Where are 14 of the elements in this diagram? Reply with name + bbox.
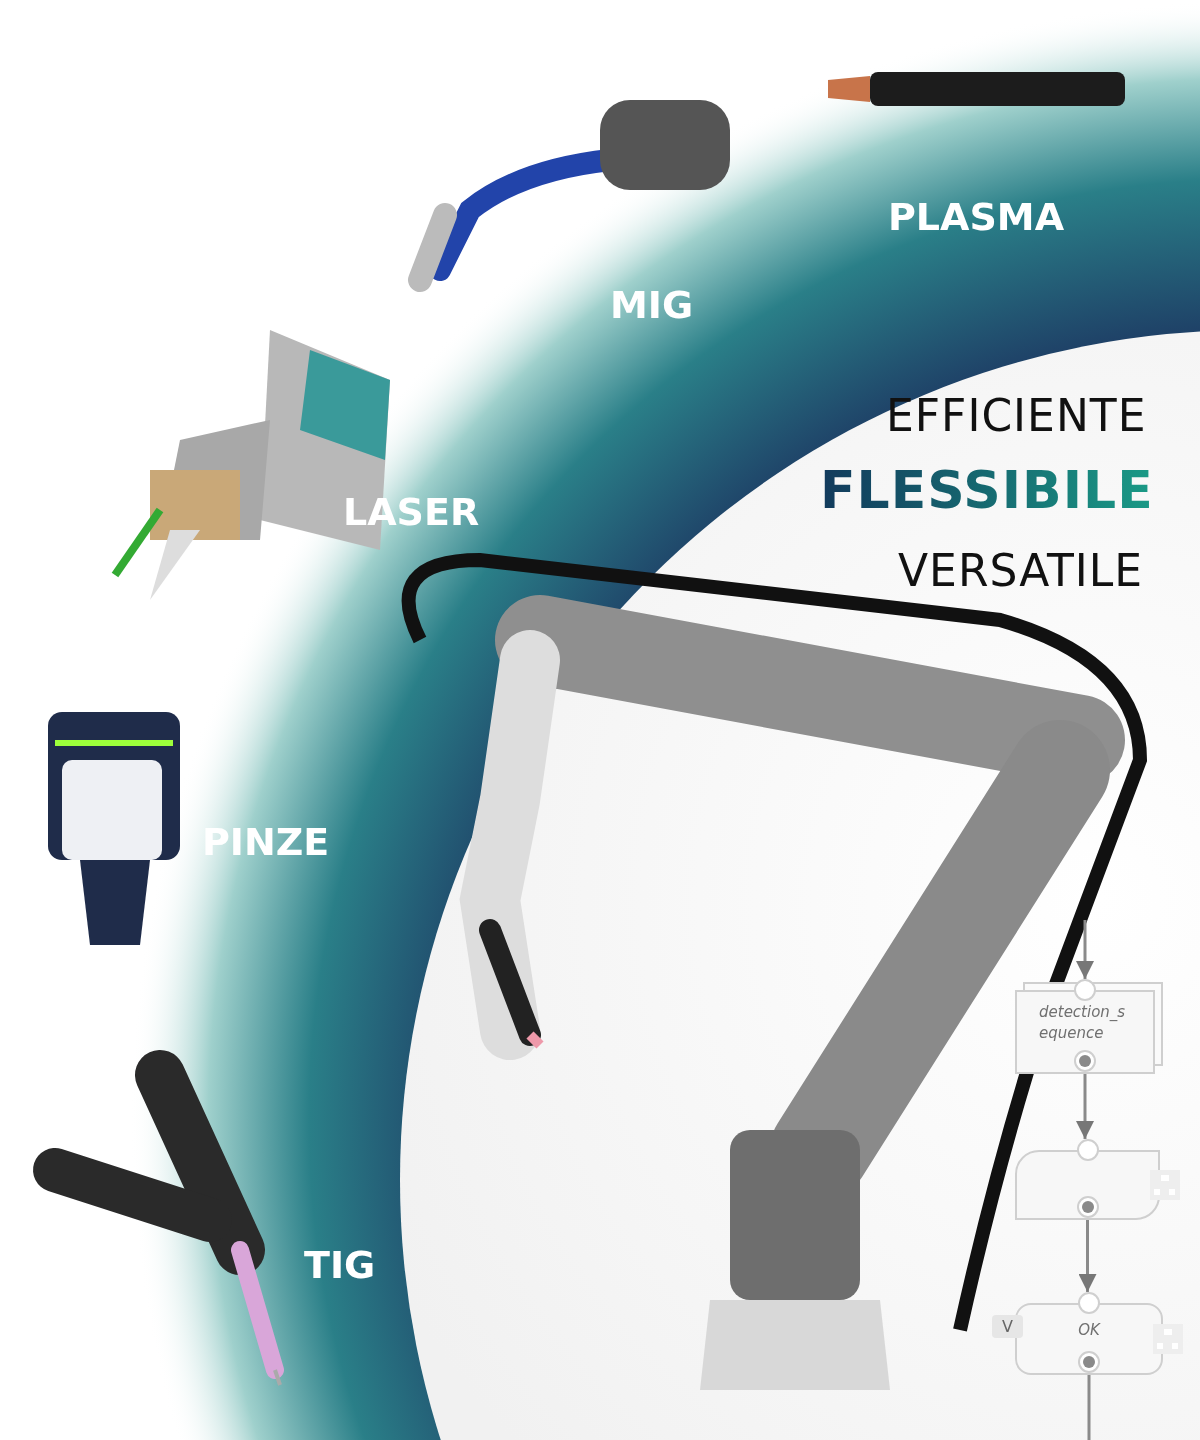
arrow xyxy=(1078,1220,1097,1292)
arrow xyxy=(1076,920,1094,979)
process-box xyxy=(1015,1150,1160,1220)
tagline: VERSATILE xyxy=(898,545,1144,596)
label: TIG xyxy=(304,1243,376,1287)
arrow xyxy=(1076,1074,1094,1139)
tag-label: V xyxy=(992,1315,1023,1338)
process-box xyxy=(1015,1303,1163,1375)
tagline: EFFICIENTE xyxy=(886,390,1147,441)
node-text: detection_sequence xyxy=(1039,1002,1127,1044)
node-text: OK xyxy=(1078,1319,1100,1341)
label: PLASMA xyxy=(888,195,1065,239)
label: LASER xyxy=(343,490,480,534)
label: MIG xyxy=(610,283,694,327)
